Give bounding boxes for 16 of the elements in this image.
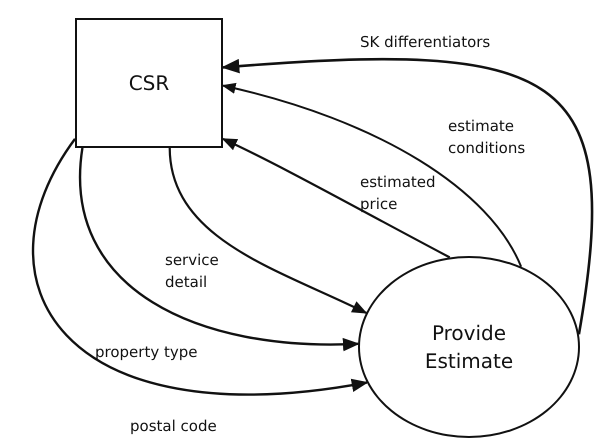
process-circle	[358, 256, 580, 438]
entity-box	[75, 18, 223, 148]
node-label: CSR	[128, 70, 170, 97]
edge-label: estimated price	[360, 172, 437, 215]
arrow	[221, 58, 594, 335]
edge-label: property type	[95, 342, 198, 363]
edge-label: estimate conditions	[448, 116, 526, 159]
arrow	[32, 138, 368, 396]
edge-label: postal code	[130, 416, 218, 437]
arrow	[222, 83, 522, 268]
edge-label: SK differentiators	[360, 32, 492, 53]
arrow	[222, 138, 450, 258]
node-label: Provide Estimate	[424, 320, 514, 375]
edge-label: service detail	[165, 250, 220, 293]
arrow	[78, 148, 360, 351]
arrow	[168, 148, 368, 314]
